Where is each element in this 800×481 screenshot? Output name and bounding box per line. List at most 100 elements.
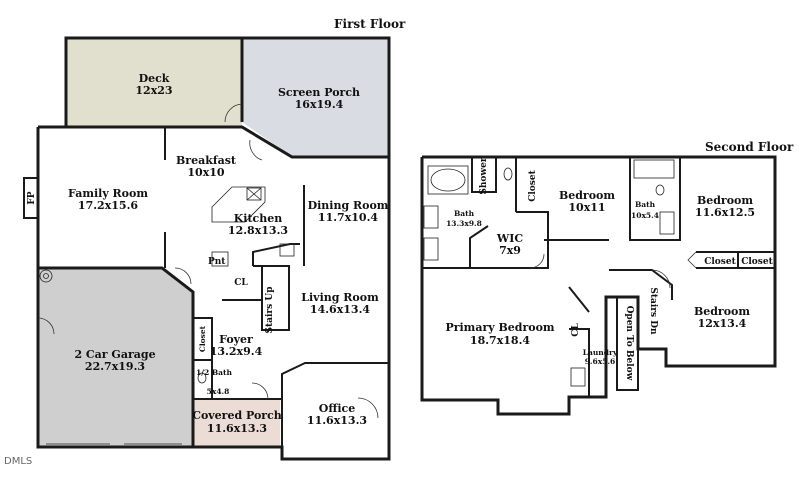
screen-porch-dims: 16x19.4 xyxy=(295,98,344,111)
bedroom-1-name: Bedroom xyxy=(559,189,615,202)
vanity-1 xyxy=(423,205,439,229)
water-heater xyxy=(39,269,53,283)
shower-label: Shower xyxy=(479,157,489,195)
garage-door-arc xyxy=(174,267,192,285)
kitchen-name: Kitchen xyxy=(234,212,283,225)
fireplace xyxy=(23,177,39,219)
stairs-dn-label: Stairs Dn xyxy=(648,287,658,335)
kitchen-dims: 12.8x13.3 xyxy=(228,224,288,237)
bath-primary-name: Bath xyxy=(454,209,475,218)
family-room-name: Family Room xyxy=(68,187,148,200)
bath-primary-dims: 13.3x9.8 xyxy=(446,219,482,228)
foyer-name: Foyer xyxy=(219,333,253,346)
vanity-2 xyxy=(423,237,439,261)
bedroom-2-name: Bedroom xyxy=(697,194,753,207)
tub xyxy=(430,168,466,192)
office-name: Office xyxy=(319,402,356,415)
garage-dims: 22.7x19.3 xyxy=(85,360,145,373)
bath-small-name: Bath xyxy=(635,200,656,209)
closet-walls xyxy=(193,317,213,360)
foyer-dims: 13.2x9.4 xyxy=(210,345,263,358)
screen-porch-name: Screen Porch xyxy=(278,86,360,99)
first-floor-title: First Floor xyxy=(334,17,406,31)
screen-porch-walls xyxy=(242,36,391,157)
second-floor: Second Floor Shower Closet Bedroo xyxy=(420,140,794,416)
half-bath-name: 1/2 Bath xyxy=(196,368,232,377)
breakfast-door-arc xyxy=(249,139,263,161)
garage-area xyxy=(38,268,193,446)
half-bath-dims: 5x4.8 xyxy=(207,387,230,396)
deck-dims: 12x23 xyxy=(135,84,172,97)
closet-a-label: Closet xyxy=(528,169,538,201)
hall-wall xyxy=(609,269,673,300)
closet-walls-second xyxy=(696,251,776,269)
stairs-up-label: Stairs Up xyxy=(265,287,275,334)
toilet-3 xyxy=(655,184,665,196)
living-room-dims: 14.6x13.4 xyxy=(310,303,370,316)
fireplace-label: FP xyxy=(27,191,37,204)
covered-porch-area xyxy=(193,399,280,447)
office-walls xyxy=(281,362,389,399)
dining-room-name: Dining Room xyxy=(308,199,389,212)
cooktop xyxy=(246,187,262,201)
toilet-2 xyxy=(503,167,513,181)
wic-dims: 7x9 xyxy=(499,244,521,257)
family-room-dims: 17.2x15.6 xyxy=(78,199,138,212)
bath-small-tub xyxy=(633,159,675,179)
breakfast-name: Breakfast xyxy=(176,154,237,167)
kitchen-island xyxy=(211,186,266,223)
bedroom3-door-arc xyxy=(651,269,671,289)
toilet xyxy=(197,372,207,384)
closet-b-label: Closet xyxy=(704,257,736,267)
bedroom-1-dims: 10x11 xyxy=(568,201,605,214)
second-floor-outline xyxy=(420,155,777,416)
deck-door-arc xyxy=(224,103,243,123)
garage-entry-arc xyxy=(37,317,55,335)
laundry-walls xyxy=(569,328,590,397)
covered-porch-name: Covered Porch xyxy=(192,409,282,422)
pantry-box xyxy=(211,251,229,267)
kitchen-sink xyxy=(279,243,295,257)
wic-name: WIC xyxy=(496,232,523,245)
bedroom-2-dims: 11.6x12.5 xyxy=(695,206,755,219)
tub-box xyxy=(427,165,469,195)
bedroom-3-name: Bedroom xyxy=(694,305,750,318)
stairs xyxy=(253,265,290,331)
open-to-below-label: Open To Below xyxy=(624,306,634,381)
shower-walls xyxy=(471,157,497,193)
pantry-label: Pnt xyxy=(208,257,226,267)
living-room-name: Living Room xyxy=(301,291,379,304)
bath-primary-wall xyxy=(422,225,489,269)
bedroom-3-dims: 12x13.4 xyxy=(698,317,747,330)
breakfast-dims: 10x10 xyxy=(187,166,225,179)
office-dims: 11.6x13.3 xyxy=(307,414,367,427)
closet-label: Closet xyxy=(198,325,207,352)
porch-door-arc xyxy=(251,382,269,400)
screen-porch-area xyxy=(242,38,389,157)
closet-c-label: Closet xyxy=(741,257,773,267)
primary-bedroom-dims: 18.7x18.4 xyxy=(470,334,530,347)
garage-name: 2 Car Garage xyxy=(74,348,155,361)
watermark: DMLS xyxy=(4,456,32,467)
cl-second-label: CL xyxy=(571,323,581,337)
cl-second-walls xyxy=(568,286,590,313)
open-below-walls xyxy=(616,296,639,391)
covered-porch-dims: 11.6x13.3 xyxy=(207,422,267,435)
office-door-arc xyxy=(357,397,379,419)
bath-small-dims: 10x5.4 xyxy=(631,211,659,220)
bath-small-walls xyxy=(629,157,681,241)
deck-walls xyxy=(64,36,244,127)
bath-small-vanity xyxy=(659,211,675,235)
deck-area xyxy=(66,38,242,127)
second-floor-title: Second Floor xyxy=(705,140,794,154)
laundry-machines xyxy=(570,367,586,387)
cl-label: CL xyxy=(234,278,248,288)
laundry-name: Laundry xyxy=(583,348,618,357)
laundry-dims: 9.6x5.6 xyxy=(585,357,616,366)
kitchen-counter xyxy=(252,243,300,266)
deck-name: Deck xyxy=(139,72,170,85)
primary-bedroom-name: Primary Bedroom xyxy=(445,321,554,334)
wic-door-arc xyxy=(529,253,545,269)
first-floor: First Floor FP Pnt xyxy=(23,17,406,461)
